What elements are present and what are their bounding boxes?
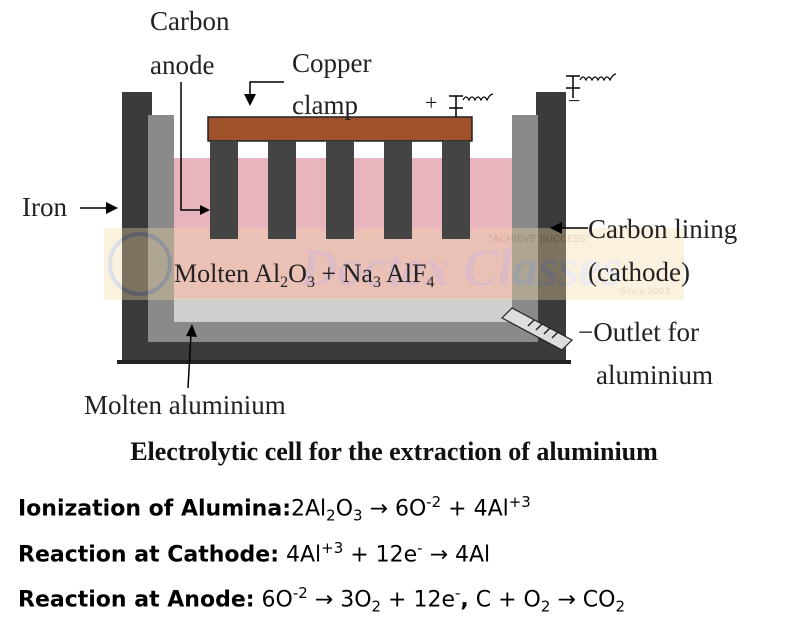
diagram-caption: Electrolytic cell for the extraction of … — [130, 437, 658, 466]
label-electrolyte: Molten Al2O3 + Na3 AlF4 — [174, 259, 434, 291]
label-plus-sign: + — [425, 90, 437, 115]
label-copper-clamp-2: clamp — [292, 90, 358, 120]
outlet-pipe — [501, 307, 573, 351]
label-iron: Iron — [22, 192, 67, 222]
label-outlet-1: −Outlet for — [578, 317, 699, 347]
label-carbon-lining-2: (cathode) — [588, 257, 690, 287]
equation-ionization: Ionization of Alumina:2Al2O3 → 6O-2 + 4A… — [18, 493, 531, 525]
arrow-copper-clamp — [249, 81, 284, 96]
label-molten-aluminium: Molten aluminium — [84, 390, 286, 420]
copper-clamp — [207, 116, 473, 142]
arrowhead-molten-aluminium — [186, 324, 197, 337]
carbon-anodes — [210, 141, 470, 239]
label-carbon-lining-1: Carbon lining — [588, 214, 737, 244]
svg-text:Since 2003: Since 2003 — [620, 287, 670, 297]
equation-anode: Reaction at Anode: 6O-2 → 3O2 + 12e-, C … — [18, 584, 625, 616]
arrowhead-copper-clamp — [244, 94, 256, 106]
anode-terminal — [449, 93, 494, 117]
equation-cathode: Reaction at Cathode: 4Al+3 + 12e- → 4Al — [18, 539, 491, 568]
label-carbon-anode-1: Carbon — [150, 6, 230, 36]
label-outlet-2: aluminium — [596, 360, 713, 390]
svg-text:Doctex Classes: Doctex Classes — [299, 240, 622, 297]
ionization-label: Ionization of Alumina: — [18, 496, 291, 522]
watermark: Doctex Classes "ACHIEVE SUCCESS" Since 2… — [104, 228, 684, 300]
arrowhead-carbon-anode — [200, 205, 210, 215]
label-carbon-anode-2: anode — [150, 50, 214, 80]
label-minus-sign: − — [568, 88, 580, 113]
anode-label: Reaction at Anode: — [18, 587, 255, 613]
cathode-label: Reaction at Cathode: — [18, 542, 280, 568]
arrow-molten-aluminium — [187, 333, 192, 389]
arrowhead-carbon-lining — [550, 222, 562, 234]
electrolytic-cell-diagram: Doctex Classes "ACHIEVE SUCCESS" Since 2… — [22, 6, 737, 420]
svg-text:"ACHIEVE SUCCESS": "ACHIEVE SUCCESS" — [488, 234, 591, 245]
arrowhead-iron — [106, 202, 118, 214]
molten-aluminium-layer — [174, 298, 512, 322]
carbon-lining — [148, 115, 538, 342]
cathode-terminal — [566, 73, 617, 98]
label-copper-clamp-1: Copper — [292, 48, 371, 78]
arrow-carbon-anode — [180, 82, 202, 211]
